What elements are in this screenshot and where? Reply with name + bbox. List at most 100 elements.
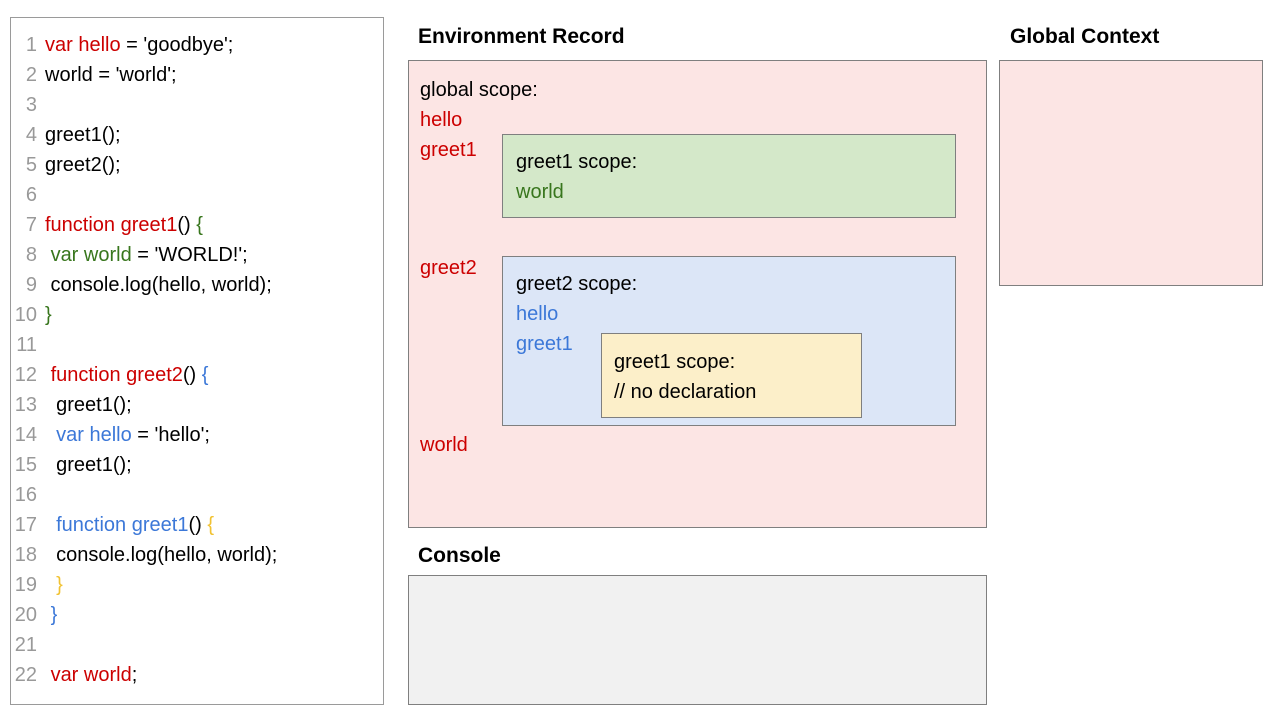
global-scope-var-greet1: greet1	[420, 139, 477, 161]
code-token: }	[45, 304, 52, 326]
code-line: 22 var world;	[11, 660, 383, 690]
code-line-number: 17	[14, 514, 37, 536]
code-line-text: }	[45, 600, 58, 630]
code-token	[45, 424, 56, 446]
code-line-number: 2	[25, 64, 37, 86]
environment-record-title: Environment Record	[418, 25, 625, 48]
code-line: 3	[11, 90, 383, 120]
code-token: greet2();	[45, 154, 121, 176]
code-line-number: 3	[25, 94, 37, 116]
code-line-number: 1	[25, 34, 37, 56]
code-token: greet1();	[45, 454, 132, 476]
greet1-scope-label: greet1 scope:	[516, 151, 638, 173]
code-line-number: 11	[16, 334, 37, 356]
code-token: console.log(hello, world);	[45, 274, 272, 296]
code-line-text: function greet1() {	[45, 210, 203, 240]
code-line-text: var world;	[45, 660, 138, 690]
greet1-inner-scope-note: // no declaration	[614, 381, 757, 403]
global-context-box	[999, 60, 1263, 286]
code-token: {	[196, 214, 203, 236]
code-line: 15 greet1();	[11, 450, 383, 480]
code-token: var world	[50, 664, 132, 686]
code-line: 16	[11, 480, 383, 510]
code-token: console.log(hello, world);	[45, 544, 278, 566]
code-token: = 'goodbye';	[120, 34, 234, 56]
code-line-number: 22	[14, 664, 37, 686]
greet2-scope-label: greet2 scope:	[516, 273, 638, 295]
code-token: world = 'world';	[45, 64, 177, 86]
code-line: 13 greet1();	[11, 390, 383, 420]
code-line: 1 var hello = 'goodbye';	[11, 30, 383, 60]
code-line: 2 world = 'world';	[11, 60, 383, 90]
code-line-text: }	[45, 570, 63, 600]
code-line-number: 8	[25, 244, 37, 266]
code-line-text: world = 'world';	[45, 60, 177, 90]
console-title: Console	[418, 544, 501, 567]
code-token: var world	[50, 244, 132, 266]
code-line: 12 function greet2() {	[11, 360, 383, 390]
code-line-number: 9	[25, 274, 37, 296]
code-token: ()	[177, 214, 197, 236]
code-line-text: greet1();	[45, 120, 121, 150]
console-output-box[interactable]	[408, 575, 987, 705]
code-line-number: 7	[25, 214, 37, 236]
greet1-inner-scope-label: greet1 scope:	[614, 351, 736, 373]
code-line: 9 console.log(hello, world);	[11, 270, 383, 300]
code-line-text: var world = 'WORLD!';	[45, 240, 248, 270]
code-token: = 'WORLD!';	[131, 244, 248, 266]
code-line: 18 console.log(hello, world);	[11, 540, 383, 570]
code-line-number: 14	[14, 424, 37, 446]
greet1-scope-box	[502, 134, 956, 218]
code-line-number: 18	[14, 544, 37, 566]
code-line-number: 20	[14, 604, 37, 626]
greet2-scope-var-greet1: greet1	[516, 333, 573, 355]
greet1-inner-scope-box	[601, 333, 862, 418]
code-line-text: console.log(hello, world);	[45, 540, 277, 570]
code-line-text: function greet2() {	[45, 360, 209, 390]
code-token: ()	[182, 364, 202, 386]
code-line-list: 1 var hello = 'goodbye'; 2 world = 'world';…	[11, 18, 383, 690]
code-line: 19 }	[11, 570, 383, 600]
global-context-title: Global Context	[1010, 25, 1160, 48]
code-line: 20 }	[11, 600, 383, 630]
code-line-number: 21	[14, 634, 37, 656]
code-token: greet1();	[45, 394, 132, 416]
code-line-number: 16	[14, 484, 37, 506]
code-token: var hello	[56, 424, 132, 446]
code-line-text: var hello = 'goodbye';	[45, 30, 233, 60]
code-token: = 'hello';	[131, 424, 210, 446]
code-token: ;	[131, 664, 138, 686]
code-line-text: greet2();	[45, 150, 121, 180]
global-scope-var-world: world	[420, 434, 468, 456]
code-token	[45, 514, 56, 536]
code-token: greet1();	[45, 124, 121, 146]
code-line: 14 var hello = 'hello';	[11, 420, 383, 450]
code-token: ()	[188, 514, 208, 536]
global-scope-var-hello: hello	[420, 109, 463, 131]
code-token: var hello	[45, 34, 121, 56]
code-line-text: greet1();	[45, 450, 132, 480]
code-line-number: 12	[14, 364, 37, 386]
code-editor-panel[interactable]: 1 var hello = 'goodbye'; 2 world = 'world';…	[10, 17, 384, 705]
code-line-text: console.log(hello, world);	[45, 270, 272, 300]
code-line-text: function greet1() {	[45, 510, 214, 540]
greet1-scope-var-world: world	[516, 181, 564, 203]
code-line: 8 var world = 'WORLD!';	[11, 240, 383, 270]
code-token: }	[56, 574, 63, 596]
code-line: 17 function greet1() {	[11, 510, 383, 540]
code-line: 10}	[11, 300, 383, 330]
code-token: function greet1	[56, 514, 189, 536]
global-scope-label: global scope:	[420, 79, 538, 101]
code-line-number: 15	[14, 454, 37, 476]
code-line: 6	[11, 180, 383, 210]
code-line-number: 10	[14, 304, 37, 326]
code-line: 7 function greet1() {	[11, 210, 383, 240]
code-token: function greet2	[50, 364, 183, 386]
code-line: 11	[11, 330, 383, 360]
code-line: 21	[11, 630, 383, 660]
code-line-number: 4	[25, 124, 37, 146]
code-token: {	[201, 364, 209, 386]
code-token: function greet1	[45, 214, 178, 236]
code-line: 4 greet1();	[11, 120, 383, 150]
